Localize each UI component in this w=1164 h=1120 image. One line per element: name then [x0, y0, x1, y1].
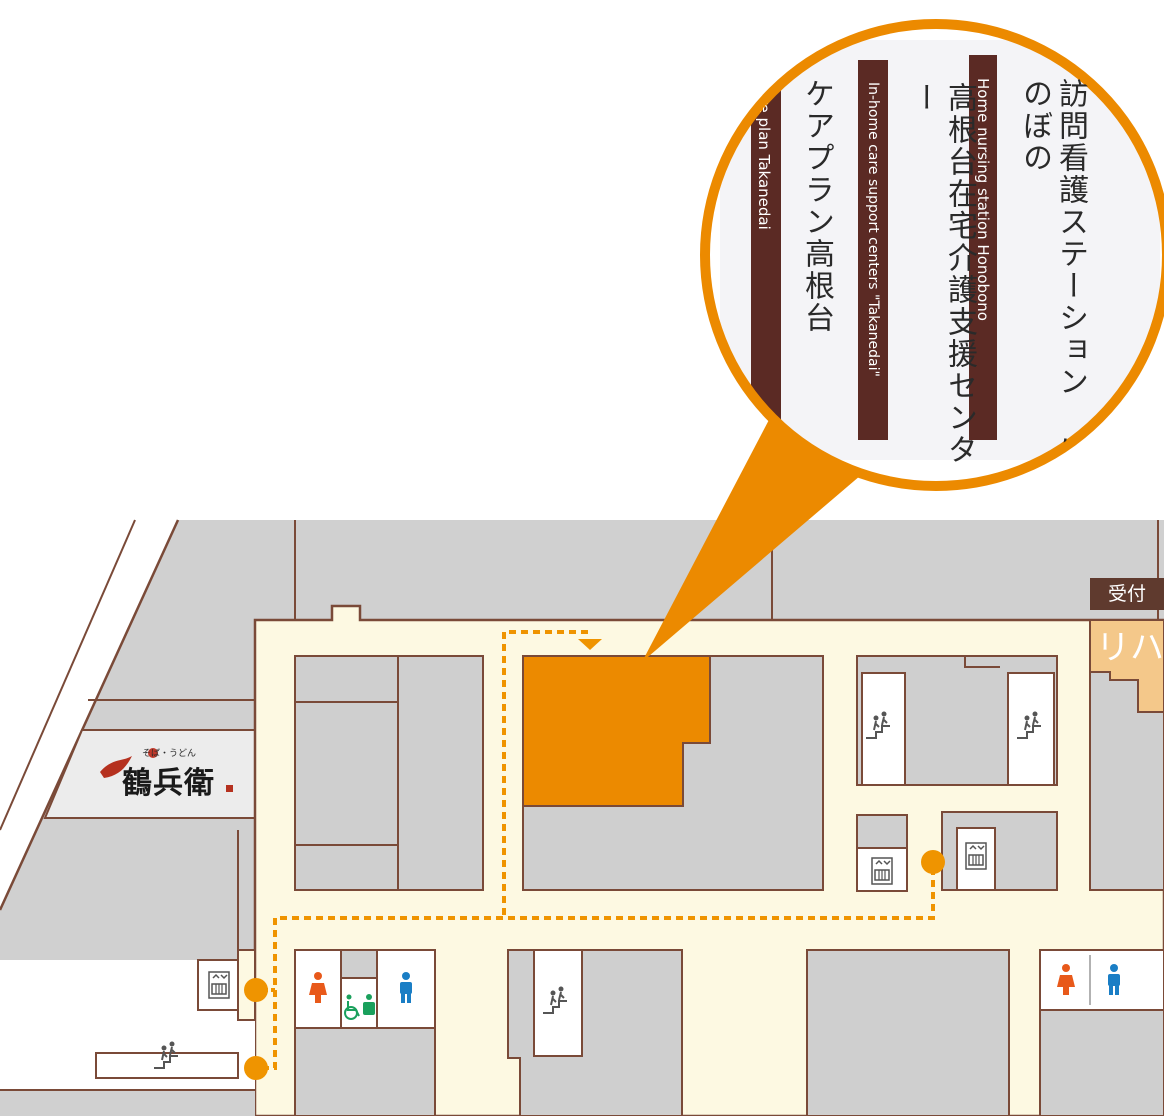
route-marker-icon	[244, 1056, 268, 1080]
restaurant-name: 鶴兵衛	[122, 766, 215, 801]
callout-content: 訪問看護ステーション ほのぼの Home nursing station Hon…	[709, 28, 1160, 482]
reception-label: 受付	[1107, 583, 1146, 605]
route-marker-icon	[921, 850, 945, 874]
sign-bar	[969, 55, 997, 440]
male-restroom-icon	[400, 972, 412, 1003]
restaurant-subtitle: そば・うどん	[142, 749, 197, 759]
elevator-icon	[208, 971, 230, 999]
rehab-room[interactable]	[1089, 619, 1164, 713]
sign-bar	[858, 60, 888, 440]
callout-line-2-jp: 高根台在宅介護支援センター	[906, 82, 977, 466]
route-to-destination	[502, 630, 592, 915]
route-marker-icon	[244, 978, 268, 1002]
restaurant-logo-icon	[100, 748, 233, 792]
female-restroom-icon	[1057, 964, 1075, 995]
callout-line-1-en: Home nursing station Honobono	[974, 78, 992, 321]
rehab-label: リハ	[1096, 628, 1162, 668]
callout-line-3-en: Care plan Takanedai	[755, 78, 773, 230]
route-path	[255, 868, 935, 1070]
female-restroom-icon	[309, 972, 327, 1003]
accessible-restroom-icon	[344, 994, 375, 1020]
callout-line-3-jp: ケアプラン高根台	[799, 78, 834, 334]
elevator-icon	[871, 857, 893, 885]
callout-line-1-jp: 訪問看護ステーション ほのぼの	[1017, 78, 1088, 467]
destination-arrow-icon	[578, 639, 602, 650]
reception-label-bg	[1090, 578, 1164, 610]
elevator-icon	[965, 842, 987, 870]
callout-line-2-en: In-home care support centers "Takanedai"	[865, 82, 881, 377]
destination-office[interactable]	[522, 655, 711, 807]
male-restroom-icon	[1108, 964, 1120, 995]
